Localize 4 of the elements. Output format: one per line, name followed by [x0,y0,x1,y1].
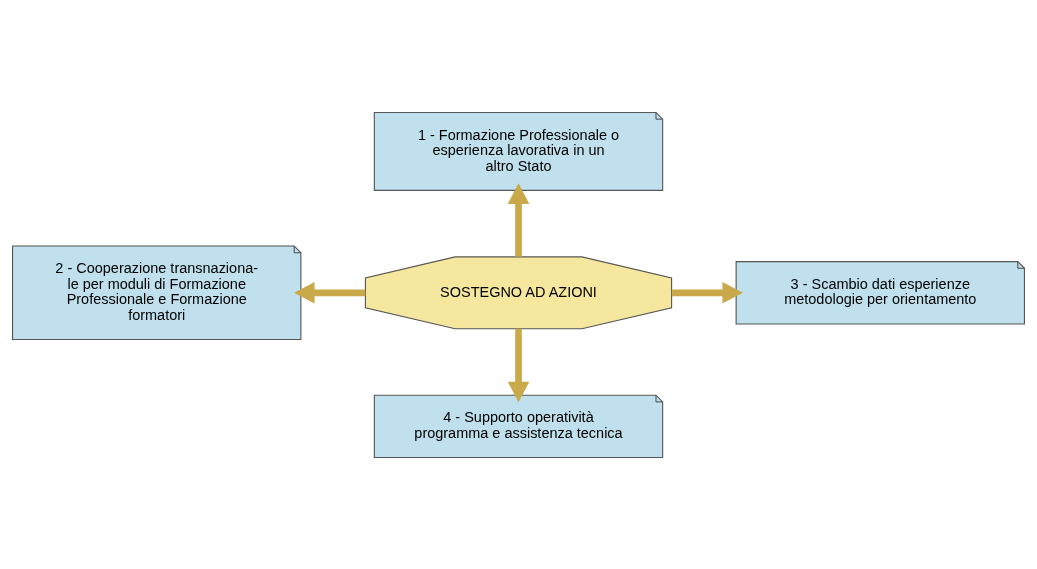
arrow [507,328,530,402]
arrow [507,182,530,257]
arrow [294,281,366,304]
arrow [671,281,743,304]
